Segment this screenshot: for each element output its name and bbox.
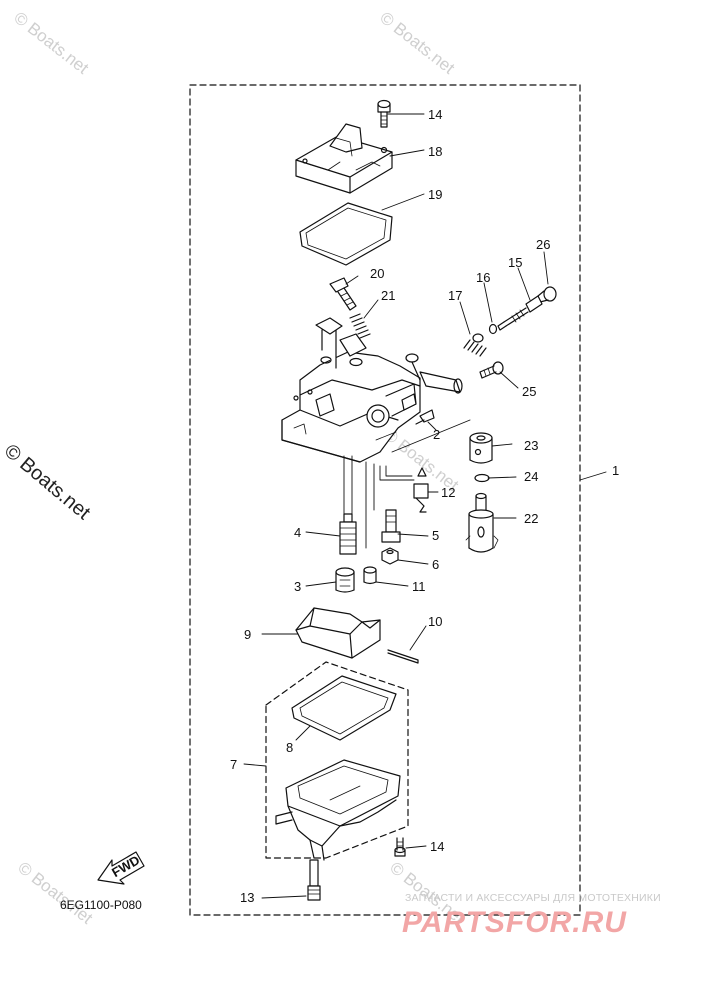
callout-18: 18 xyxy=(428,144,442,159)
callout-20: 20 xyxy=(370,266,384,281)
callout-24: 24 xyxy=(524,469,538,484)
screw-2 xyxy=(415,409,435,425)
callout-7: 7 xyxy=(230,757,237,772)
cover-plate-18 xyxy=(295,123,393,194)
callout-26: 26 xyxy=(536,237,550,252)
float-chamber-group-frame xyxy=(265,661,409,859)
slow-jet-4 xyxy=(339,513,357,555)
drain-screw-13 xyxy=(307,859,321,901)
pilot-screw-20 xyxy=(329,277,357,311)
callout-2: 2 xyxy=(433,427,440,442)
callout-5: 5 xyxy=(432,528,439,543)
shaft-15 xyxy=(497,295,543,331)
callout-6: 6 xyxy=(432,557,439,572)
spring-17 xyxy=(463,333,487,357)
brand-logo-text: PARTSFOR.RU xyxy=(402,906,627,939)
callout-21: 21 xyxy=(381,288,395,303)
throttle-valve-22 xyxy=(465,492,499,553)
callout-12: 12 xyxy=(441,485,455,500)
callout-17: 17 xyxy=(448,288,462,303)
callout-25: 25 xyxy=(522,384,536,399)
callout-3: 3 xyxy=(294,579,301,594)
callout-13: 13 xyxy=(240,890,254,905)
callout-15: 15 xyxy=(508,255,522,270)
callout-22: 22 xyxy=(524,511,538,526)
spring-21 xyxy=(349,313,371,339)
callout-9: 9 xyxy=(244,627,251,642)
jet-routing-lines xyxy=(343,419,471,549)
callout-23: 23 xyxy=(524,438,538,453)
callout-11: 11 xyxy=(412,579,426,594)
needle-valve-12 xyxy=(413,467,429,513)
main-nozzle-5 xyxy=(381,509,401,543)
callout-14-bottom: 14 xyxy=(430,839,444,854)
plug-11 xyxy=(363,566,377,585)
gasket-19 xyxy=(299,202,393,266)
o-ring-24 xyxy=(474,473,490,483)
main-jet-6 xyxy=(381,547,399,565)
float-pin-10 xyxy=(387,649,419,664)
o-ring-16 xyxy=(488,323,498,335)
fwd-arrow-icon xyxy=(97,851,145,885)
leader-lines xyxy=(243,113,607,899)
callout-8: 8 xyxy=(286,740,293,755)
diagram-code: 6EG1100-P080 xyxy=(60,898,142,912)
float-9 xyxy=(295,607,381,659)
cylinder-23 xyxy=(469,432,493,464)
screw-14-bottom xyxy=(394,837,406,857)
cap-26 xyxy=(537,286,557,303)
callout-16: 16 xyxy=(476,270,490,285)
screw-25 xyxy=(479,361,504,379)
carburetor-body xyxy=(281,317,463,463)
float-chamber-7 xyxy=(275,759,401,861)
screw-14-top xyxy=(377,99,391,128)
plug-3 xyxy=(335,567,355,593)
callout-19: 19 xyxy=(428,187,442,202)
callout-14-top: 14 xyxy=(428,107,442,122)
float-chamber-gasket-8 xyxy=(291,675,397,741)
assembly-frame xyxy=(189,84,581,916)
callout-4: 4 xyxy=(294,525,301,540)
callout-labels: 14 18 19 26 15 20 16 17 21 25 2 23 1 24 … xyxy=(230,107,619,905)
brand-tagline: ЗАПЧАСТИ И АКСЕССУАРЫ ДЛЯ МОТОТЕХНИКИ xyxy=(405,892,661,904)
callout-1: 1 xyxy=(612,463,619,478)
callout-10: 10 xyxy=(428,614,442,629)
